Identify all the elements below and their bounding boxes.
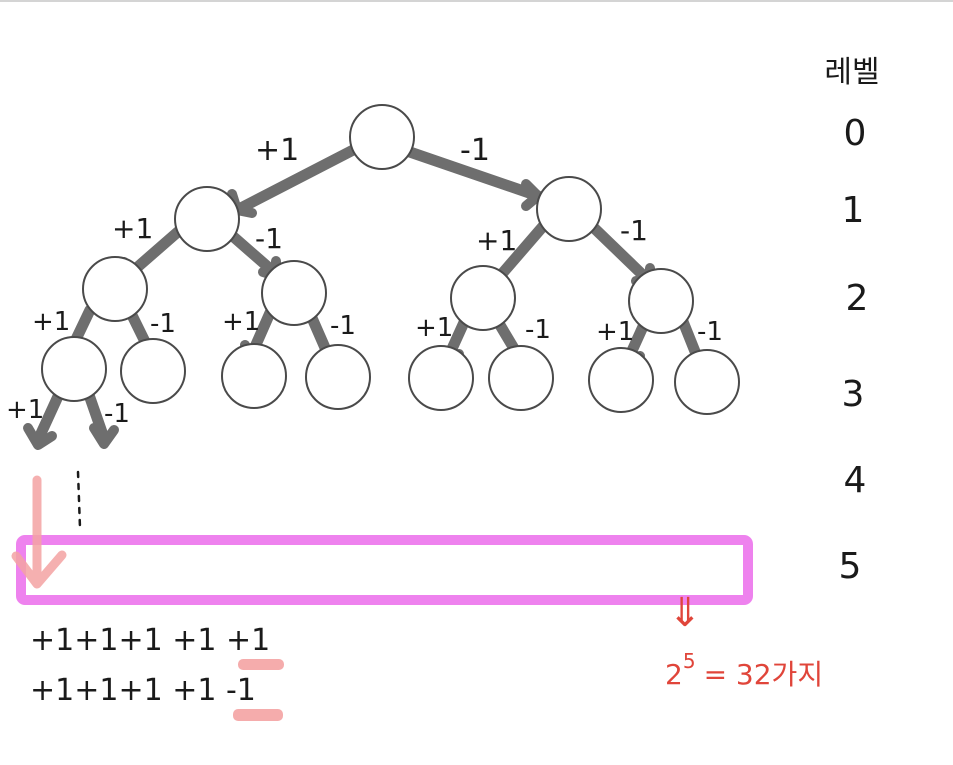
edge-label-minus: -1 xyxy=(150,309,176,339)
sequence-line-2: +1+1+1 +1 -1 xyxy=(30,673,256,708)
result-down-arrow: ⇓ xyxy=(668,590,702,636)
edge-label-minus: -1 xyxy=(460,133,490,168)
legend-header: 레벨 xyxy=(824,55,879,90)
continuation-dots xyxy=(76,470,82,530)
tree-nodes xyxy=(41,104,740,415)
edge-label-plus: +1 xyxy=(415,313,453,343)
edge-label-minus: -1 xyxy=(104,399,130,429)
top-divider xyxy=(0,0,953,2)
node-level3-g xyxy=(588,347,654,413)
sequence1-last-highlight xyxy=(238,659,284,670)
node-level3-c xyxy=(221,343,287,409)
result-formula: 25 = 32가지 xyxy=(665,649,823,691)
node-level2-c xyxy=(450,265,516,331)
node-level3-b xyxy=(120,338,186,404)
node-level0-root xyxy=(349,104,415,170)
node-level3-a xyxy=(41,336,107,402)
edge-label-plus: +1 xyxy=(6,395,44,425)
edge-labels: +1 -1 +1 -1 +1 -1 +1 -1 +1 -1 +1 -1 +1 -… xyxy=(6,133,723,429)
legend-level-3: 3 xyxy=(842,374,865,415)
edge-root-left xyxy=(231,142,363,216)
node-level3-f xyxy=(488,345,554,411)
edge-root-right xyxy=(398,144,544,202)
edge-label-plus: +1 xyxy=(112,212,153,245)
level-legend: 레벨 0 1 2 3 4 5 xyxy=(824,55,879,587)
edge-label-minus: -1 xyxy=(620,214,648,247)
legend-level-1: 1 xyxy=(842,190,865,231)
edge-l3a-left xyxy=(32,386,66,446)
edge-label-minus: -1 xyxy=(330,311,356,341)
edge-l1a-right xyxy=(222,226,282,280)
result-rest: = 32가지 xyxy=(704,658,824,691)
edge-label-plus: +1 xyxy=(32,307,70,337)
result-base: 2 xyxy=(665,658,683,691)
node-level1-a xyxy=(174,186,240,252)
edge-label-minus: -1 xyxy=(525,315,551,345)
sequence2-last-highlight xyxy=(233,709,283,721)
legend-level-4: 4 xyxy=(844,460,867,501)
node-level1-b xyxy=(536,176,602,242)
edge-label-minus: -1 xyxy=(697,317,723,347)
edge-label-plus: +1 xyxy=(596,317,634,347)
node-level3-d xyxy=(305,344,371,410)
legend-level-5: 5 xyxy=(839,546,862,587)
pink-down-arrow xyxy=(11,475,67,589)
level5-highlight-box xyxy=(16,535,753,605)
node-level3-e xyxy=(408,345,474,411)
legend-level-2: 2 xyxy=(846,278,869,319)
edge-l1b-right xyxy=(586,220,654,286)
result-exponent: 5 xyxy=(683,649,696,673)
edge-label-plus: +1 xyxy=(255,133,299,168)
node-level2-d xyxy=(628,268,694,334)
edge-label-minus: -1 xyxy=(255,222,283,255)
edge-label-plus: +1 xyxy=(476,224,517,257)
sequence-line-1: +1+1+1 +1 +1 xyxy=(30,623,270,658)
node-level2-a xyxy=(82,256,148,322)
edge-label-plus: +1 xyxy=(222,307,260,337)
legend-level-0: 0 xyxy=(844,113,867,154)
node-level2-b xyxy=(261,260,327,326)
node-level3-h xyxy=(674,349,740,415)
